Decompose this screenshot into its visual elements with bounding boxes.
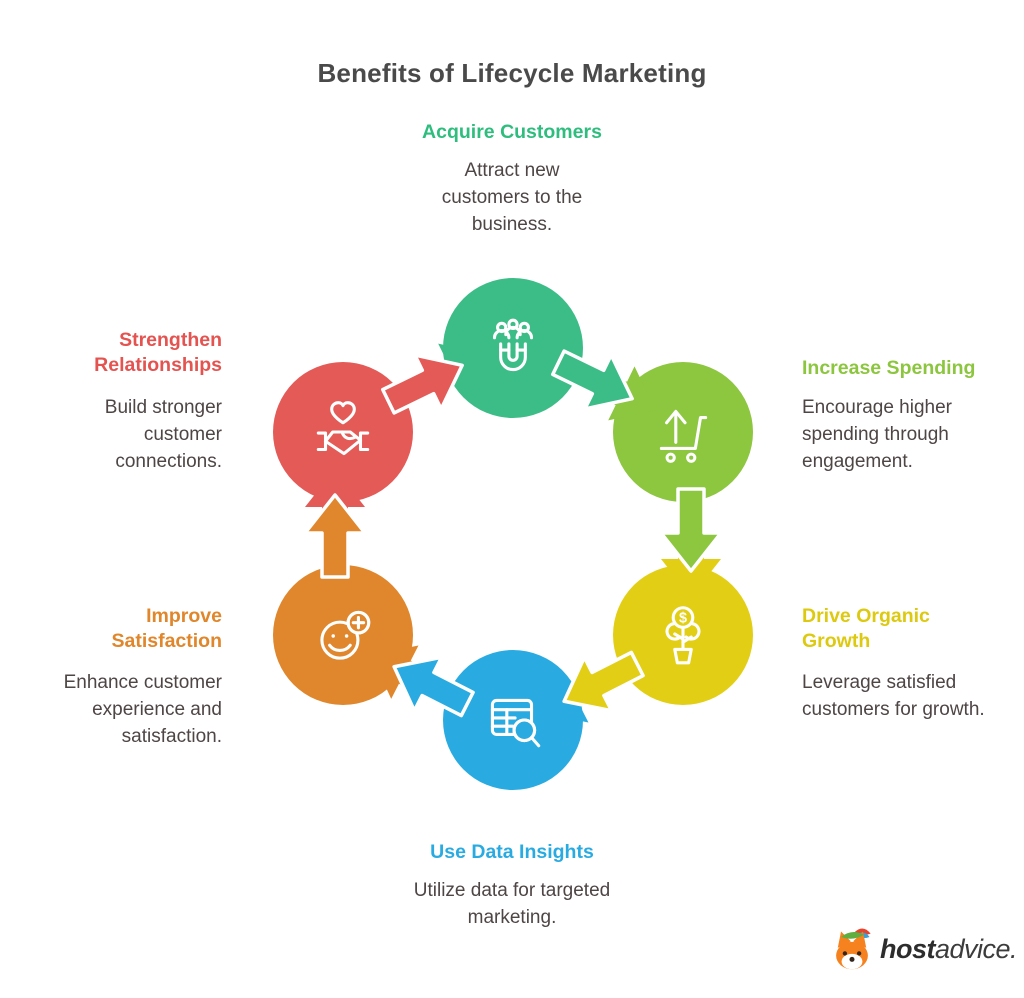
desc-increase-spending: Encourage higher spending through engage… xyxy=(802,397,952,472)
arrow-satisfaction-to-relationships xyxy=(303,469,367,579)
magnet-people-icon xyxy=(492,318,534,372)
page-title: Benefits of Lifecycle Marketing xyxy=(317,58,707,88)
brand-name: hostadvice. xyxy=(880,933,1018,964)
fox-mascot-icon xyxy=(836,928,871,970)
svg-text:$: $ xyxy=(679,611,687,627)
brand-logo: hostadvice. xyxy=(830,926,1018,972)
desc-use-data-insights: Utilize data for targeted marketing. xyxy=(413,880,611,928)
node-drive-organic-growth: $ xyxy=(613,565,753,705)
arrow-organic-to-data xyxy=(540,650,645,723)
node-acquire-customers xyxy=(443,278,583,418)
arrow-relationships-to-acquire xyxy=(381,343,486,415)
cart-up-arrow-icon xyxy=(659,409,708,463)
arrow-increase-to-organic xyxy=(659,487,723,597)
smiley-plus-icon xyxy=(320,610,371,660)
data-table-search-icon xyxy=(490,698,541,748)
money-tree-icon: $ xyxy=(665,606,701,665)
desc-drive-organic-growth: Leverage satisfied customers for growth. xyxy=(802,672,985,720)
label-acquire-customers: Acquire Customers xyxy=(422,121,602,143)
label-increase-spending: Increase Spending xyxy=(802,357,976,379)
desc-improve-satisfaction: Enhance customer experience and satisfac… xyxy=(63,672,222,747)
label-strengthen-relationships: Strengthen Relationships xyxy=(94,329,222,376)
label-drive-organic-growth: Drive Organic Growth xyxy=(802,605,930,652)
label-improve-satisfaction: Improve Satisfaction xyxy=(111,605,222,652)
label-use-data-insights: Use Data Insights xyxy=(430,841,594,863)
handshake-heart-icon xyxy=(316,401,370,456)
desc-acquire-customers: Attract new customers to the business. xyxy=(441,160,583,235)
arrow-acquire-to-increase xyxy=(551,349,656,421)
arrow-data-to-satisfaction xyxy=(370,645,475,718)
desc-strengthen-relationships: Build stronger customer connections. xyxy=(104,397,222,472)
